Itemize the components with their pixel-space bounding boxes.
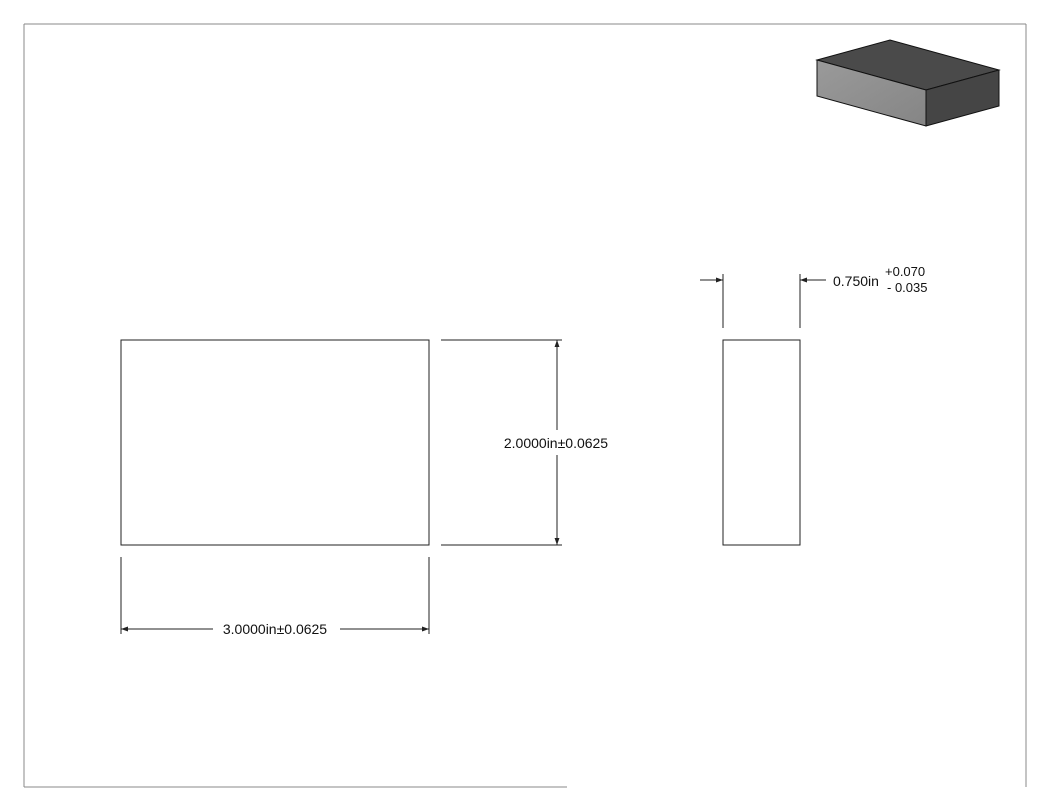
front-view-outline [120, 339, 430, 546]
isometric-block-view [815, 39, 1001, 127]
thickness-dimension [700, 274, 826, 328]
width-dimension [120, 557, 430, 634]
sheet-frame [23, 23, 1027, 788]
height-dimension [441, 339, 562, 546]
thickness-dimension-value: 0.750in [833, 273, 879, 289]
side-view-outline [722, 339, 801, 546]
block-side-face [925, 69, 1000, 127]
height-dimension-label: 2.0000in±0.0625 [504, 435, 608, 451]
thickness-tolerance-minus: - 0.035 [887, 280, 927, 295]
width-dimension-label: 3.0000in±0.0625 [223, 621, 327, 637]
thickness-tolerance-plus: +0.070 [885, 264, 925, 279]
